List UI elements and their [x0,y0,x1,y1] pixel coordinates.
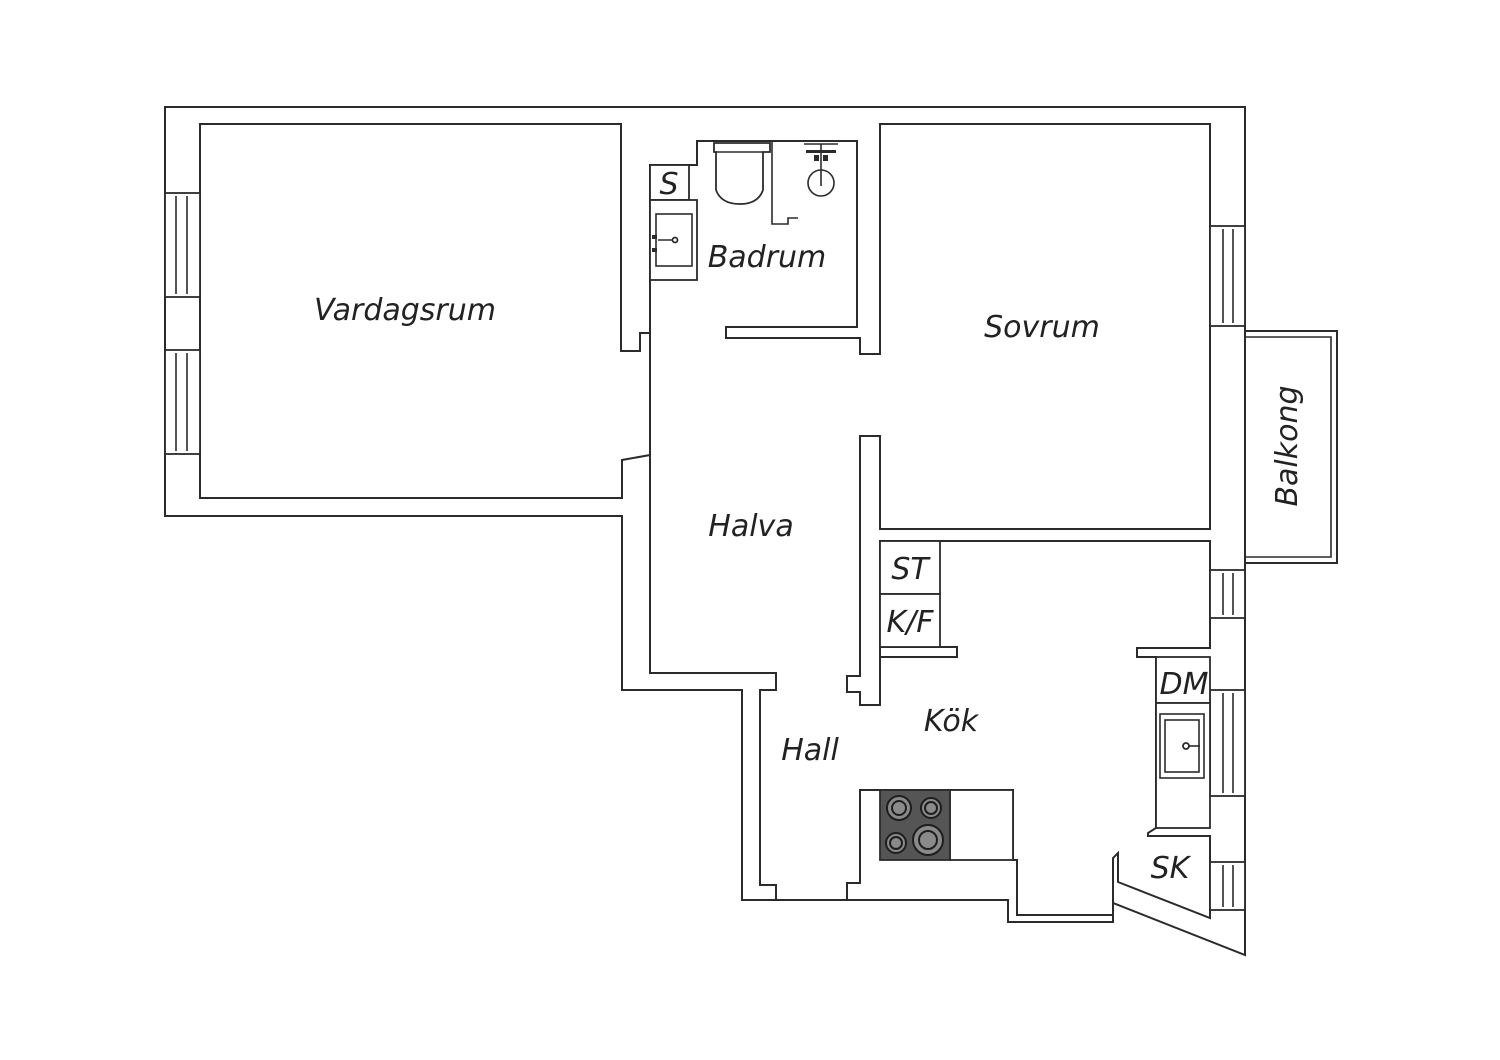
window-icon [164,192,201,298]
stove-icon [879,789,951,861]
fixture-label-s: S [659,167,678,202]
fixture-label-dm: DM [1160,667,1209,702]
washbasin-icon [649,199,698,281]
room-label-vardagsrum: Vardagsrum [314,293,496,328]
room-label-badrum: Badrum [708,240,827,275]
room-label-balkong: Balkong [1270,385,1305,506]
fixture-label-sk: SK [1151,851,1192,886]
kitchen-counter [949,789,1014,861]
balcony [1244,330,1338,564]
window-icon [1209,569,1246,619]
room-label-sovrum: Sovrum [984,310,1100,345]
fixture-label-st: ST [891,552,931,587]
toilet-icon [713,142,771,205]
fixture-label-kf: K/F [886,605,934,640]
shower-icon [771,141,838,225]
badrum-area [649,123,1211,920]
window-icon [1209,689,1246,797]
room-label-hall: Hall [781,733,839,768]
s-cabinet [649,164,690,201]
window-icon [1209,225,1246,327]
window-icon [164,349,201,455]
sink-icon [1155,702,1211,829]
kf-fridge [879,593,941,648]
window-icon [1209,861,1246,911]
room-label-halva: Halva [708,509,793,544]
room-label-kok: Kök [924,704,980,739]
dm-dishwasher [1155,656,1211,704]
